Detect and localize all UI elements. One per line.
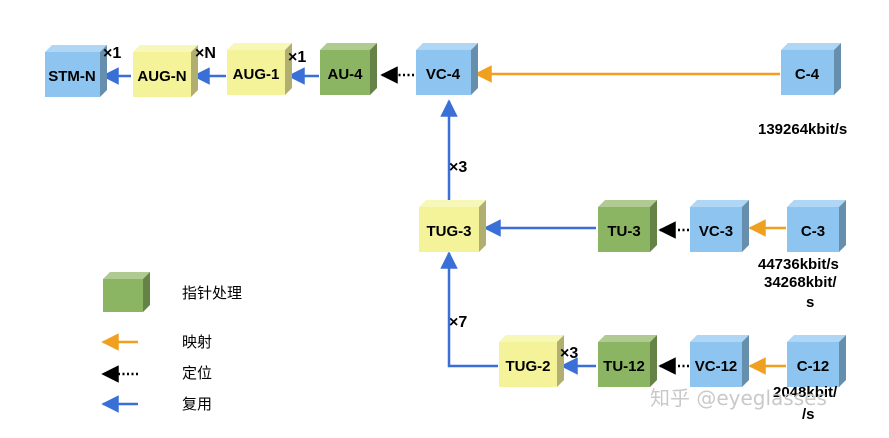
box-tu-3: TU-3 [598, 200, 657, 252]
cube-side-face [100, 45, 107, 97]
cube-front-face [133, 52, 191, 97]
box-c-4: C-4 [781, 43, 841, 95]
cube-front-face [45, 52, 100, 97]
legend-pointer-processing-label: 指针处理 [182, 284, 242, 302]
cube-front-face [227, 50, 285, 95]
arrow-tug-2-to-tug-3 [440, 251, 498, 368]
box-vc-4-label: VC-4 [426, 66, 461, 83]
multiplier-tug-2-to-tug-3: ×7 [449, 314, 467, 331]
multiplier-tu-12-to-tug-2: ×3 [560, 345, 578, 362]
cube-top-face [690, 335, 749, 342]
cube-side-face [650, 335, 657, 387]
cube-front-face [781, 50, 834, 95]
cube-top-face [499, 335, 564, 342]
cube-top-face [45, 45, 107, 52]
box-tug-2-label: TUG-2 [506, 358, 551, 375]
box-au-4: AU-4 [320, 43, 377, 95]
box-tug-3: TUG-3 [419, 200, 486, 252]
cube-side-face [742, 335, 749, 387]
box-aug-n: AUG-N [133, 45, 198, 97]
box-c-12-label: C-12 [797, 358, 830, 375]
box-vc-3: VC-3 [690, 200, 749, 252]
rate-c-3-line2: 34268kbit/ [764, 274, 837, 291]
box-vc-4: VC-4 [416, 43, 478, 95]
box-tu-12: TU-12 [598, 335, 657, 387]
cube-side-face [839, 335, 846, 387]
legend-mapping-label: 映射 [182, 333, 212, 351]
cube-front-face [690, 342, 742, 387]
cube-front-face [690, 207, 742, 252]
cube-top-face [320, 43, 377, 50]
cube-side-face [834, 43, 841, 95]
box-tu-12-label: TU-12 [603, 358, 645, 375]
cube-top-face [227, 43, 292, 50]
rate-c-12-line2: /s [802, 406, 815, 423]
cube-front-face [598, 342, 650, 387]
box-stm-n: STM-N [45, 45, 107, 97]
cube-front-face [787, 207, 839, 252]
cube-side-face [471, 43, 478, 95]
cube-top-face [598, 335, 657, 342]
cube-front-face [320, 50, 370, 95]
box-tu-3-label: TU-3 [607, 223, 640, 240]
cube-front-face [103, 279, 143, 312]
multiplier-tug-3-to-vc-4: ×3 [449, 159, 467, 176]
cube-top-face [787, 335, 846, 342]
box-tug-2: TUG-2 [499, 335, 564, 387]
rate-c-12-line1: 2048kbit/ [773, 384, 838, 401]
cube-top-face [419, 200, 486, 207]
multiplier-au-4-to-aug-1: ×1 [288, 49, 306, 66]
rate-c-3-line3: s [806, 294, 814, 311]
cube-side-face [479, 200, 486, 252]
watermark: 知乎 @eyeglasses [650, 386, 827, 410]
cube-top-face [598, 200, 657, 207]
cube-side-face [742, 200, 749, 252]
cube-front-face [787, 342, 839, 387]
cube-front-face [419, 207, 479, 252]
cube-front-face [598, 207, 650, 252]
box-aug-n-label: AUG-N [137, 68, 186, 85]
box-aug-1-label: AUG-1 [233, 66, 280, 83]
box-vc-12-label: VC-12 [695, 358, 738, 375]
legend-aligning-label: 定位 [182, 364, 212, 382]
legend-pointer-processing-swatch [103, 272, 150, 312]
box-c-3-label: C-3 [801, 223, 825, 240]
box-tug-3-label: TUG-3 [427, 223, 472, 240]
cube-top-face [787, 200, 846, 207]
legend-multiplexing-label: 复用 [182, 395, 212, 413]
rate-c-3-line1: 44736kbit/s [758, 256, 839, 273]
box-vc-12: VC-12 [690, 335, 749, 387]
box-vc-3-label: VC-3 [699, 223, 733, 240]
cube-side-face [370, 43, 377, 95]
multiplier-aug-1-to-aug-n: ×N [195, 45, 216, 62]
cube-side-face [839, 200, 846, 252]
cube-side-face [143, 272, 150, 312]
cube-top-face [690, 200, 749, 207]
cube-side-face [191, 45, 198, 97]
cube-top-face [103, 272, 150, 279]
cube-side-face [557, 335, 564, 387]
cube-top-face [781, 43, 841, 50]
rate-c-4: 139264kbit/s [758, 121, 847, 138]
cube-side-face [285, 43, 292, 95]
box-c-4-label: C-4 [795, 66, 820, 83]
multiplier-aug-n-to-stm-n: ×1 [103, 45, 121, 62]
cube-top-face [133, 45, 198, 52]
box-c-12: C-12 [787, 335, 846, 387]
cube-front-face [416, 50, 471, 95]
box-stm-n-label: STM-N [48, 68, 96, 85]
cube-top-face [416, 43, 478, 50]
box-au-4-label: AU-4 [327, 66, 363, 83]
legend: 指针处理 映射 定位 复用 [101, 272, 242, 413]
cube-side-face [650, 200, 657, 252]
box-c-3: C-3 [787, 200, 846, 252]
cube-front-face [499, 342, 557, 387]
box-aug-1: AUG-1 [227, 43, 292, 95]
